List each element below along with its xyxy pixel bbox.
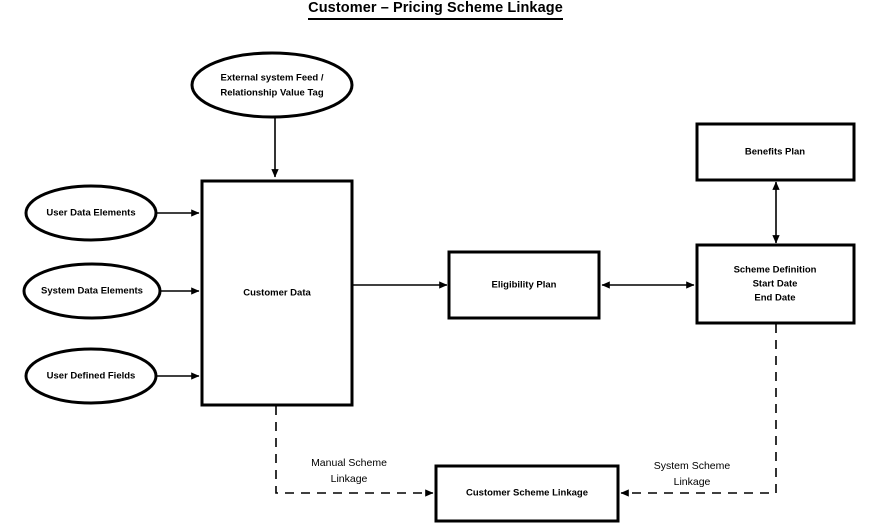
eligibility-plan-shape bbox=[447, 250, 601, 320]
node-user-data-elements[interactable]: User Data Elements bbox=[24, 184, 158, 242]
node-benefits-plan[interactable]: Benefits Plan bbox=[695, 122, 856, 182]
customer-data-shape bbox=[200, 179, 354, 407]
customer-data-label: Customer Data bbox=[243, 288, 311, 299]
customer-scheme-linkage-shape bbox=[434, 464, 620, 523]
page-title-text: Customer – Pricing Scheme Linkage bbox=[308, 0, 563, 20]
scheme-definition-label-line1: Scheme Definition bbox=[734, 265, 817, 276]
node-external-system-feed[interactable]: External system Feed / Relationship Valu… bbox=[190, 51, 354, 119]
user-data-elements-shape bbox=[24, 184, 158, 242]
user-defined-fields-shape bbox=[24, 347, 158, 405]
edge-label-manual-scheme-linkage: Manual Scheme Linkage bbox=[311, 457, 387, 485]
connector-system-scheme-linkage bbox=[620, 324, 777, 497]
node-eligibility-plan[interactable]: Eligibility Plan bbox=[447, 250, 601, 320]
system-data-elements-shape bbox=[22, 262, 162, 320]
scheme-definition-label-line3: End Date bbox=[754, 293, 795, 304]
system-data-elements-label: System Data Elements bbox=[41, 286, 143, 297]
node-customer-scheme-linkage[interactable]: Customer Scheme Linkage bbox=[434, 464, 620, 523]
external-system-feed-label-line1: External system Feed / bbox=[221, 73, 324, 84]
user-defined-fields-label: User Defined Fields bbox=[47, 371, 136, 382]
external-system-feed-label-line2: Relationship Value Tag bbox=[220, 88, 323, 99]
node-customer-data[interactable]: Customer Data bbox=[200, 179, 354, 407]
manual-scheme-linkage-label-line2: Linkage bbox=[331, 473, 368, 485]
system-scheme-linkage-label-line1: System Scheme bbox=[654, 460, 731, 472]
node-scheme-definition[interactable]: Scheme Definition Start Date End Date bbox=[695, 243, 856, 325]
system-scheme-linkage-label-line2: Linkage bbox=[674, 476, 711, 488]
scheme-definition-shape bbox=[695, 243, 856, 325]
page-title: Customer – Pricing Scheme Linkage bbox=[0, 0, 871, 20]
connector-manual-scheme-linkage bbox=[275, 406, 434, 497]
edge-label-system-scheme-linkage: System Scheme Linkage bbox=[654, 460, 731, 488]
benefits-plan-shape bbox=[695, 122, 856, 182]
benefits-plan-label: Benefits Plan bbox=[745, 147, 805, 158]
eligibility-plan-label: Eligibility Plan bbox=[492, 280, 557, 291]
scheme-definition-label-line2: Start Date bbox=[753, 279, 798, 290]
node-system-data-elements[interactable]: System Data Elements bbox=[22, 262, 162, 320]
manual-scheme-linkage-label-line1: Manual Scheme bbox=[311, 457, 387, 469]
user-data-elements-label: User Data Elements bbox=[46, 208, 135, 219]
external-system-feed-shape bbox=[190, 51, 354, 119]
node-user-defined-fields[interactable]: User Defined Fields bbox=[24, 347, 158, 405]
customer-scheme-linkage-label: Customer Scheme Linkage bbox=[466, 488, 588, 499]
